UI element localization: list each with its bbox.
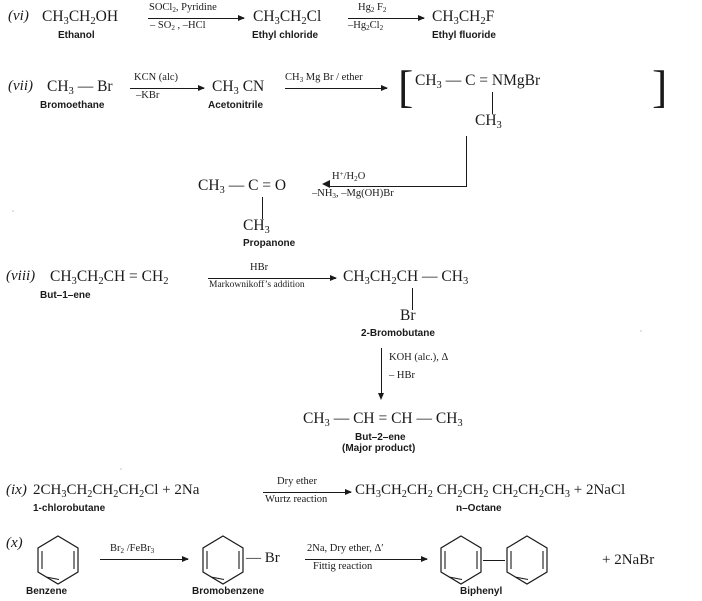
bond-line-vii-1	[492, 92, 493, 114]
product-vi-1-name: Ethyl chloride	[252, 30, 319, 41]
reaction-label-viii: (viii)	[6, 268, 36, 284]
condition-viii-1-above: HBr	[250, 262, 269, 273]
product-vi-1: CH3CH2Cl	[253, 8, 322, 27]
scan-speckle	[640, 330, 642, 332]
condition-ix-1-below: Wurtz reaction	[265, 494, 328, 505]
arrow-viii-2	[377, 348, 384, 400]
arrow-vi-2	[348, 14, 425, 21]
reactant-vi-1: CH3CH2OH	[42, 8, 119, 27]
product-ix-1: CH3CH2CH2 CH2CH2 CH2CH2CH3 + 2NaCl	[355, 482, 626, 500]
reactant-vii-1-name: Bromoethane	[40, 100, 105, 111]
product-vii-1-name: Acetonitrile	[208, 100, 264, 111]
reactant-viii-1-name: But–1–ene	[40, 290, 91, 301]
scan-speckle	[120, 468, 122, 470]
biphenyl-bond	[483, 560, 505, 561]
condition-vii-1-below: –KBr	[136, 90, 160, 101]
product-viii-1: CH3CH2CH — CH3	[343, 268, 469, 287]
arrow-vii-2	[285, 84, 388, 91]
reactant-ix-1: 2CH3CH2CH2CH2Cl + 2Na	[33, 482, 200, 500]
arrow-viii-1	[208, 274, 337, 281]
reactant-viii-1: CH3CH2CH = CH2	[50, 268, 169, 287]
condition-x-2-below: Fittig reaction	[313, 561, 373, 572]
product-viii-1-name: 2-Bromobutane	[361, 328, 435, 339]
product-ix-1-name: n–Octane	[456, 503, 502, 514]
condition-viii-2-above: KOH (alc.), Δ	[389, 352, 449, 363]
arrow-vi-1	[148, 14, 245, 21]
bracket-left: [	[398, 61, 414, 112]
product-x-2-name: Biphenyl	[460, 586, 503, 597]
condition-vi-2-above: Hg2 F2	[358, 2, 387, 14]
condition-viii-1-below: Markownikoff’s addition	[209, 280, 305, 290]
condition-ix-1-above: Dry ether	[277, 476, 317, 487]
benzene-ring-4	[504, 534, 548, 585]
arrow-vii-1	[130, 84, 205, 91]
condition-vi-1-above: SOCl2, Pyridine	[149, 2, 217, 14]
product-vi-2: CH3CH2F	[432, 8, 495, 27]
product-vii-2-name: Propanone	[243, 238, 296, 249]
arrow-ix-1	[263, 488, 352, 495]
reactant-x-1-name: Benzene	[26, 586, 68, 597]
bracket-right: ]	[652, 61, 668, 112]
product-vi-2-name: Ethyl fluoride	[432, 30, 496, 41]
product-vii-1: CH3 CN	[212, 78, 265, 97]
condition-vi-2-below: –Hg2Cl2	[348, 20, 384, 32]
product-viii-2: CH3 — CH = CH — CH3	[303, 410, 463, 429]
condition-x-2-above: 2Na, Dry ether, Δ′	[307, 543, 384, 554]
product-vii-2-branch: CH3	[243, 217, 270, 236]
condition-vi-1-below: – SO2 , –HCl	[150, 20, 206, 32]
product-viii-2-name2: (Major product)	[342, 443, 416, 454]
condition-vii-1-above: KCN (alc)	[134, 72, 179, 83]
bond-line-viii-1	[412, 288, 413, 310]
reaction-label-vii: (vii)	[8, 78, 33, 94]
bond-line-vii-2	[262, 197, 263, 219]
condition-vii-3-above: H+/H2O	[332, 170, 366, 184]
intermediate-vii-branch: CH3	[475, 112, 502, 131]
reaction-label-x: (x)	[6, 535, 23, 551]
arrow-x-1	[100, 555, 189, 562]
reactant-vii-1: CH3 — Br	[47, 78, 113, 97]
product-viii-2-name: But–2–ene	[355, 432, 406, 443]
benzene-ring-3	[438, 534, 482, 585]
reactant-ix-1-name: 1-chlorobutane	[33, 503, 106, 514]
scan-speckle	[12, 210, 14, 212]
product-x-1-name: Bromobenzene	[192, 586, 265, 597]
reaction-label-ix: (ix)	[6, 482, 27, 498]
condition-vii-3-below: –NH3, –Mg(OH)Br	[312, 188, 394, 200]
reactant-vi-1-name: Ethanol	[58, 30, 95, 41]
reaction-label-vi: (vi)	[8, 8, 29, 24]
benzene-ring-1	[35, 534, 79, 585]
arrowhead-vii-left	[322, 180, 330, 188]
product-x-3: + 2NaBr	[602, 552, 655, 568]
connector-vii-horizontal	[330, 186, 467, 187]
product-vii-2: CH3 — C = O	[198, 177, 287, 196]
condition-vii-2-above: CH3 Mg Br / ether	[285, 72, 363, 84]
product-viii-1-branch: Br	[400, 307, 416, 324]
intermediate-vii: CH3 — C = NMgBr	[415, 72, 541, 91]
condition-viii-2-below: – HBr	[389, 370, 415, 381]
product-x-1-substituent: — Br	[246, 550, 280, 566]
arrow-x-2	[305, 555, 428, 562]
condition-x-1-above: Br2 /FeBr3	[110, 543, 155, 555]
connector-vii-vertical	[466, 136, 467, 186]
benzene-ring-2	[200, 534, 244, 585]
